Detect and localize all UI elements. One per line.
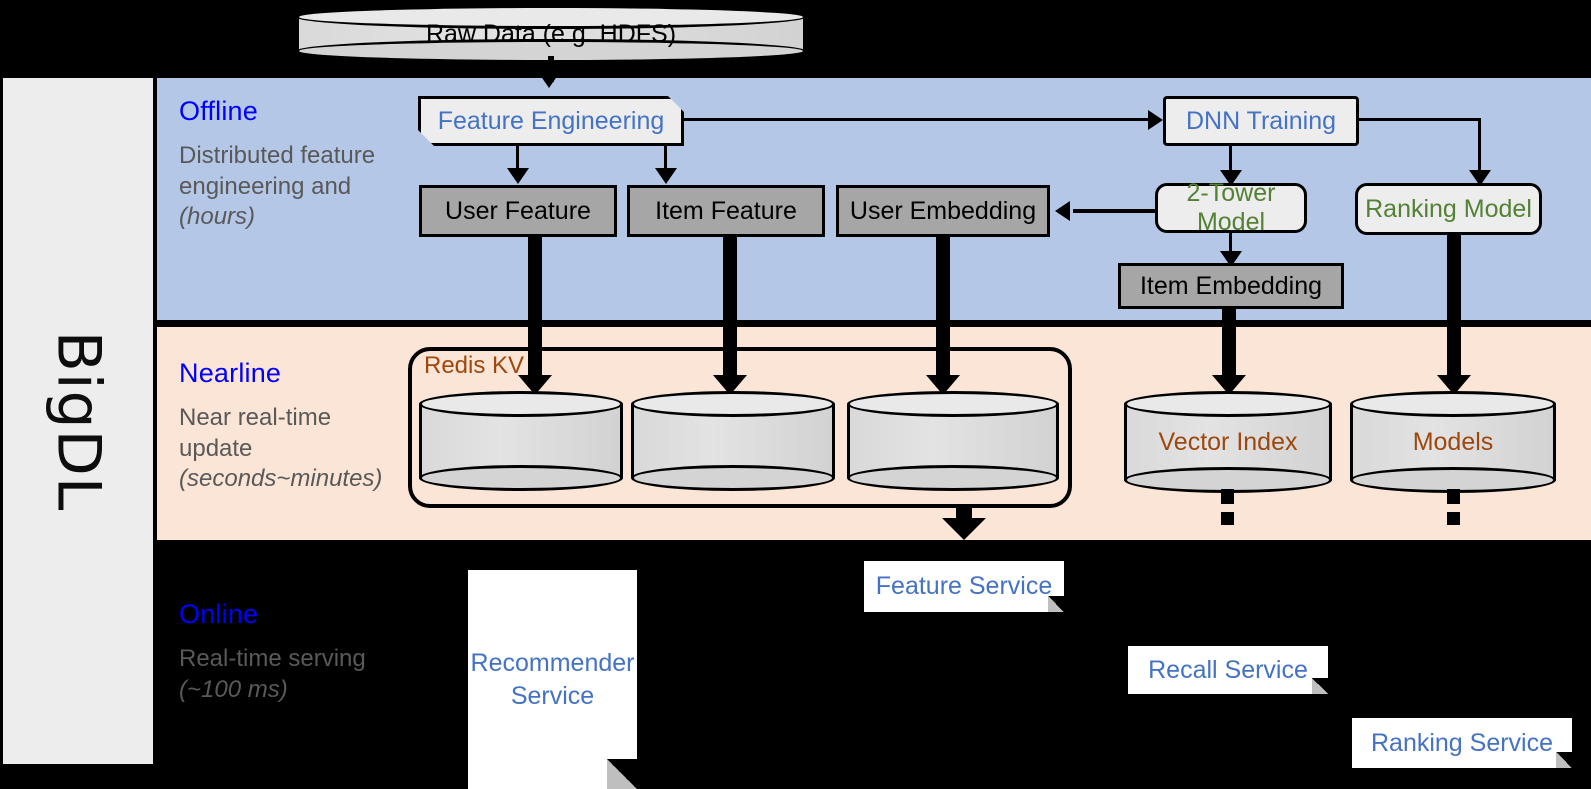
nearline-stage-desc: Near real-time update (seconds~minutes) bbox=[179, 404, 383, 493]
raw-data-cylinder: Raw Data (e.g. HDFS) bbox=[296, 5, 806, 63]
pipe-redis-featureservice bbox=[956, 505, 972, 522]
pipe-itemfeature-redis-head bbox=[713, 375, 747, 395]
models-cylinder[interactable]: Models bbox=[1350, 391, 1556, 493]
online-stage-desc: Real-time serving (~100 ms) bbox=[179, 645, 366, 703]
user-embedding-label: User Embedding bbox=[849, 196, 1037, 225]
user-embedding-box[interactable]: User Embedding bbox=[836, 185, 1050, 237]
recommender-service-card[interactable]: Recommender Service bbox=[468, 570, 637, 789]
user-feature-label: User Feature bbox=[445, 196, 591, 225]
arrow-rawdata-fe-head bbox=[538, 72, 560, 88]
item-embedding-label: Item Embedding bbox=[1139, 271, 1323, 300]
pipe-itemfeature-redis bbox=[723, 237, 737, 382]
vector-index-label: Vector Index bbox=[1158, 427, 1298, 456]
offline-stage-title: Offline bbox=[179, 96, 258, 126]
online-stage-title: Online bbox=[179, 599, 259, 629]
feature-engineering-box[interactable]: Feature Engineering bbox=[418, 96, 684, 146]
arrow-fe-itemfeature-line bbox=[664, 146, 667, 172]
arrow-dnn-twotower-line bbox=[1229, 146, 1232, 174]
vector-index-cylinder[interactable]: Vector Index bbox=[1124, 391, 1332, 493]
arrow-fe-dnn-line bbox=[684, 118, 1150, 121]
dnn-training-label: DNN Training bbox=[1185, 106, 1337, 135]
ranking-model-box[interactable]: Ranking Model bbox=[1355, 183, 1542, 235]
redis-kv-label: Redis KV bbox=[424, 352, 525, 379]
ranking-service-label: Ranking Service bbox=[1370, 728, 1554, 757]
page-fold-icon bbox=[1048, 596, 1064, 612]
item-embedding-box[interactable]: Item Embedding bbox=[1118, 263, 1344, 309]
dnn-training-box[interactable]: DNN Training bbox=[1163, 96, 1359, 146]
dash-models-2 bbox=[1447, 512, 1460, 525]
two-tower-model-box[interactable]: 2-Tower Model bbox=[1155, 179, 1307, 236]
arrow-fe-userfeature-line bbox=[516, 146, 519, 172]
page-fold-icon bbox=[1312, 678, 1328, 694]
bigdl-logo-text: BigDL bbox=[43, 330, 114, 512]
arrow-dnn-twotower-head bbox=[1220, 170, 1242, 186]
arrow-dnn-ranking-v bbox=[1478, 118, 1481, 174]
redis-kv-container bbox=[408, 347, 1072, 508]
ranking-model-label: Ranking Model bbox=[1365, 194, 1532, 223]
recall-service-label: Recall Service bbox=[1148, 655, 1308, 684]
nearline-stage-title: Nearline bbox=[179, 358, 282, 388]
dash-models-1 bbox=[1447, 489, 1460, 504]
offline-stage-desc: Distributed feature engineering and (hou… bbox=[179, 142, 376, 231]
dash-vectorindex-2 bbox=[1221, 512, 1234, 525]
arrow-fe-dnn-head bbox=[1148, 110, 1163, 130]
feature-engineering-label: Feature Engineering bbox=[437, 106, 665, 135]
item-feature-label: Item Feature bbox=[655, 196, 797, 225]
arrow-dnn-ranking-h bbox=[1359, 118, 1481, 121]
raw-data-label: Raw Data (e.g. HDFS) bbox=[425, 19, 677, 48]
redis-cylinder-item-feature bbox=[631, 391, 835, 491]
arrow-dnn-ranking-head bbox=[1469, 170, 1491, 186]
arrow-twotower-itememb-line bbox=[1229, 233, 1232, 259]
page-fold-icon bbox=[1556, 752, 1572, 768]
recall-service-card[interactable]: Recall Service bbox=[1128, 646, 1328, 694]
arrow-fe-itemfeature-head bbox=[655, 168, 677, 184]
feature-service-card[interactable]: Feature Service bbox=[864, 561, 1064, 612]
pipe-rankingmodel-models bbox=[1447, 235, 1461, 382]
arrow-twotower-userembedding-head bbox=[1055, 201, 1070, 221]
item-feature-box[interactable]: Item Feature bbox=[627, 185, 825, 237]
redis-cylinder-user-embedding bbox=[847, 391, 1059, 491]
pipe-userembedding-redis bbox=[936, 237, 950, 382]
bigdl-logo: BigDL bbox=[3, 78, 153, 764]
pipe-itemembedding-vectorindex bbox=[1222, 309, 1236, 382]
arrow-fe-userfeature-head bbox=[507, 168, 529, 184]
ranking-service-card[interactable]: Ranking Service bbox=[1352, 718, 1572, 768]
pipe-itemembedding-vectorindex-head bbox=[1212, 375, 1246, 395]
recommender-service-label: Recommender Service bbox=[470, 649, 635, 710]
arrow-twotower-userembedding-line bbox=[1073, 209, 1163, 213]
user-feature-box[interactable]: User Feature bbox=[419, 185, 617, 237]
two-tower-model-label: 2-Tower Model bbox=[1186, 179, 1276, 236]
dash-vectorindex-1 bbox=[1221, 489, 1234, 504]
pipe-userembedding-redis-head bbox=[926, 375, 960, 395]
pipe-userfeature-redis-head bbox=[518, 375, 552, 395]
pipe-redis-featureservice-head bbox=[942, 518, 986, 540]
pipe-rankingmodel-models-head bbox=[1437, 375, 1471, 395]
feature-service-label: Feature Service bbox=[875, 572, 1053, 600]
models-label: Models bbox=[1412, 427, 1494, 456]
arrow-rawdata-fe-line bbox=[548, 56, 554, 82]
pipe-userfeature-redis bbox=[528, 237, 542, 382]
redis-cylinder-user-feature bbox=[419, 391, 623, 491]
page-fold-icon bbox=[607, 759, 637, 789]
bigdl-sidebar: BigDL bbox=[3, 78, 153, 764]
